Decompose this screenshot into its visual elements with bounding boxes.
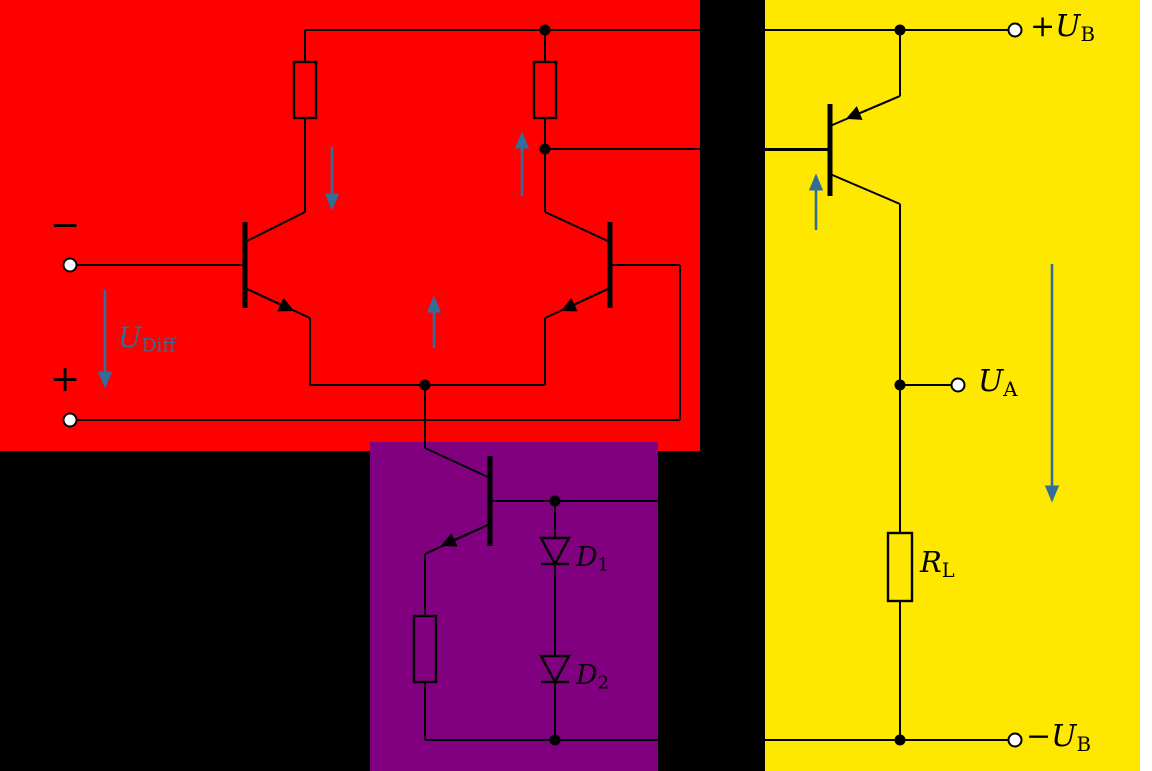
npn-emitter-arrow-right (560, 287, 611, 312)
wires (76, 29, 1008, 741)
label-d1: D1 (576, 544, 609, 574)
terminals (62, 22, 1023, 748)
current-source-collector-wire (424, 447, 491, 479)
junction-dots (419, 24, 906, 746)
label-r-load: RL (920, 548, 955, 580)
label-u-diff-sub: Diff (141, 335, 176, 357)
inverting-input-terminal (62, 257, 78, 273)
label-d1-sub: 1 (597, 554, 609, 576)
label-r-load-base: R (920, 545, 942, 579)
label-supply-negative: −UB (1026, 722, 1091, 755)
label-supply-negative-sign: − (1026, 719, 1052, 754)
noninverting-input-wire (76, 264, 681, 421)
label-r-load-sub: L (941, 558, 955, 582)
negative-supply-terminal (1007, 732, 1023, 748)
label-output-voltage-sub: A (1003, 377, 1018, 401)
noninverting-input-terminal (62, 412, 78, 428)
annotation-arrows (97, 131, 1060, 503)
emitter-resistor (412, 614, 438, 684)
label-output-voltage-base: U (978, 364, 1004, 399)
collector-resistor-left (292, 60, 318, 120)
label-d2: D2 (576, 662, 609, 692)
diode-d2 (538, 654, 572, 685)
label-d1-base: D (576, 542, 598, 573)
pnp-emitter-arrow-output (845, 95, 901, 120)
collector-resistor-right (532, 60, 558, 120)
label-d2-sub: 2 (597, 672, 609, 694)
components (242, 60, 914, 685)
npn-emitter-arrow-bias (440, 523, 491, 547)
label-d2-base: D (576, 660, 598, 691)
left-collector-wire (244, 30, 306, 243)
label-supply-positive-sub: B (1080, 22, 1095, 46)
npn-emitter-arrow-left (244, 287, 295, 312)
label-u-diff-base: U (118, 321, 142, 354)
label-supply-negative-base: U (1051, 719, 1077, 754)
output-terminal (950, 377, 966, 393)
output-collector-wire (829, 173, 901, 385)
label-minus-input: − (50, 205, 81, 246)
load-resistor (886, 531, 914, 603)
page-margin-strip (1140, 0, 1152, 771)
label-output-voltage: UA (978, 367, 1018, 400)
label-supply-positive-sign: + (1030, 9, 1056, 44)
differential-stage-region (0, 0, 700, 451)
label-supply-negative-sub: B (1076, 732, 1091, 756)
label-plus-input: + (50, 359, 81, 400)
label-u-diff: UDiff (118, 324, 175, 356)
right-collector-wire (544, 30, 611, 243)
label-supply-positive: +UB (1030, 12, 1095, 45)
diode-d1 (538, 536, 572, 567)
label-supply-positive-base: U (1055, 9, 1081, 44)
positive-supply-terminal (1007, 22, 1023, 38)
bias-stage-region (370, 442, 658, 771)
